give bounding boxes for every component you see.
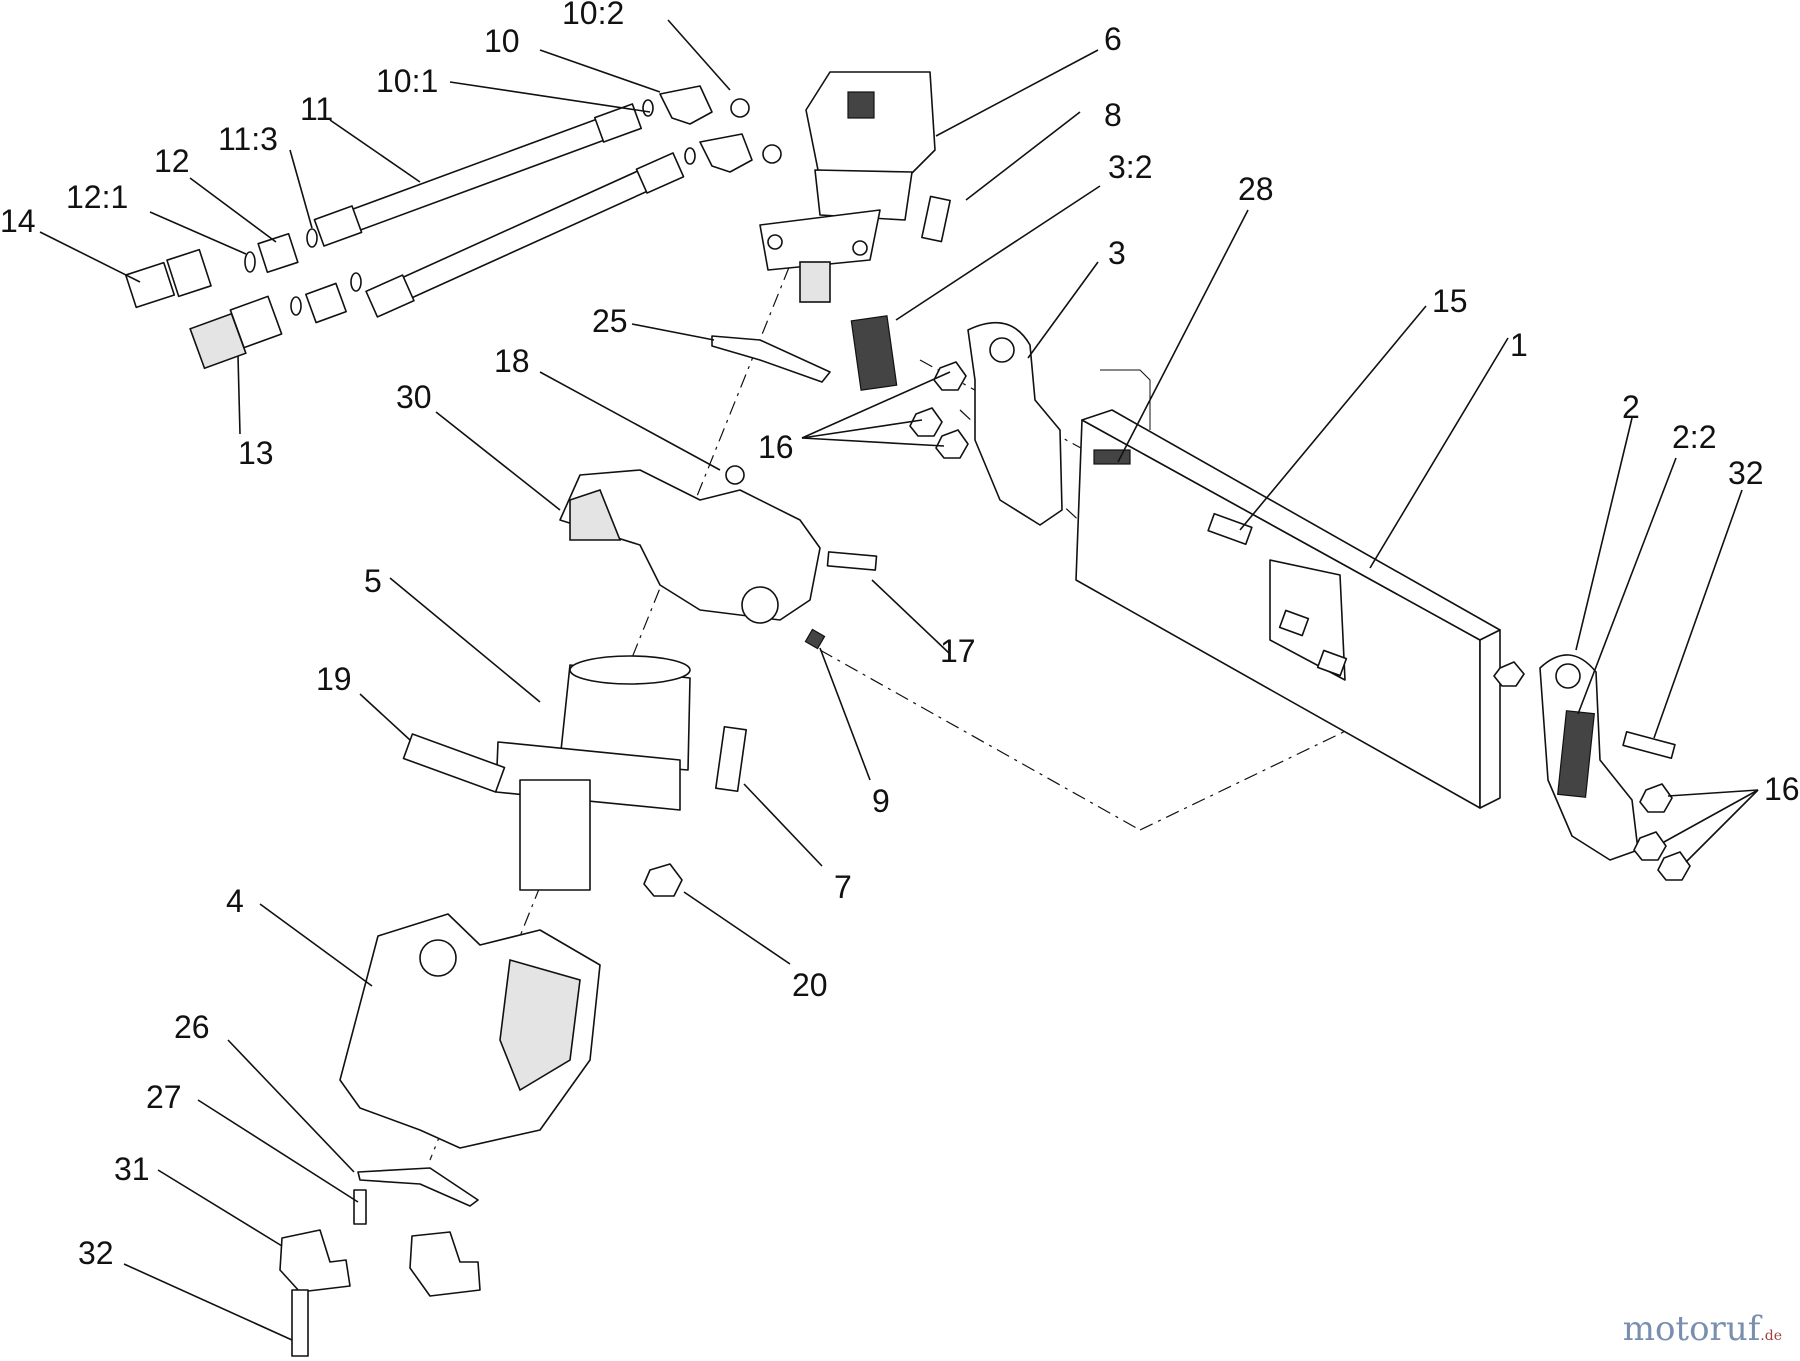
callout-18: 18	[494, 343, 530, 379]
pivot-bracket-3	[967, 321, 1063, 526]
watermark-logo: motoruf.de	[1623, 1309, 1782, 1349]
callout-2: 2	[1622, 389, 1640, 425]
fitting-9	[804, 628, 826, 650]
pin-27	[353, 1189, 367, 1225]
watermark-brand: motoruf	[1622, 1309, 1761, 1349]
callout-17: 17	[940, 633, 976, 669]
callout-16-left: 16	[758, 429, 794, 465]
bolt-32-right	[1622, 730, 1676, 760]
hydraulic-motor-6	[759, 71, 936, 303]
callout-10-1: 10:1	[376, 63, 438, 99]
callout-8: 8	[1104, 97, 1122, 133]
callout-11: 11	[300, 91, 333, 127]
callout-28: 28	[1238, 171, 1274, 207]
callout-16-right: 16	[1764, 771, 1800, 807]
decal-2-2	[1557, 710, 1595, 798]
callout-6: 6	[1104, 21, 1122, 57]
capscrew-8	[921, 195, 951, 243]
callout-30: 30	[396, 379, 432, 415]
decal-3-2	[850, 315, 898, 391]
callout-12-1: 12:1	[66, 179, 128, 215]
hardware-15	[1207, 512, 1348, 677]
fitting-13	[189, 295, 283, 370]
callout-2-2: 2:2	[1672, 419, 1716, 455]
gasket-26	[357, 1167, 479, 1207]
callout-27: 27	[146, 1079, 182, 1115]
callout-15: 15	[1432, 283, 1468, 319]
callout-10: 10	[484, 23, 520, 59]
callout-11-3: 11:3	[218, 121, 278, 157]
callout-26: 26	[174, 1009, 210, 1045]
clamps-31	[279, 1229, 481, 1297]
leader-lines	[39, 19, 1759, 1341]
housing-30	[559, 465, 821, 624]
gasket-25	[711, 335, 831, 383]
hydraulic-hoses	[313, 103, 685, 318]
callout-20: 20	[792, 967, 828, 1003]
callouts: 10:2 10 10:1 11 11:3 12 12:1 14 13 6 8 3…	[0, 0, 1800, 1271]
callout-32-left: 32	[78, 1235, 114, 1271]
bolt-19	[402, 733, 506, 793]
o-rings	[244, 98, 782, 316]
callout-1: 1	[1510, 327, 1528, 363]
bearing-housing-5	[495, 655, 691, 891]
callout-13: 13	[238, 435, 274, 471]
bolt-32-left	[291, 1289, 309, 1357]
callout-19: 19	[316, 661, 352, 697]
callout-14: 14	[0, 203, 36, 239]
callout-4: 4	[226, 883, 244, 919]
elbow-fittings-10	[659, 85, 753, 173]
capscrew-7	[714, 725, 748, 793]
bolt-17	[826, 551, 878, 571]
main-frame-1	[1075, 369, 1501, 809]
callout-32-right: 32	[1728, 455, 1764, 491]
callout-25: 25	[592, 303, 628, 339]
nut-20	[643, 863, 683, 897]
callout-3-2: 3:2	[1108, 149, 1152, 185]
callout-31: 31	[114, 1151, 150, 1187]
watermark-tld: .de	[1760, 1328, 1782, 1344]
fitting-14	[124, 248, 212, 309]
callout-5: 5	[364, 563, 382, 599]
callout-3: 3	[1108, 235, 1126, 271]
adapter-12	[257, 232, 347, 324]
chute-base-4	[339, 913, 601, 1149]
callout-7: 7	[834, 869, 852, 905]
callout-9: 9	[872, 783, 890, 819]
nuts-16-right	[1493, 661, 1691, 881]
callout-12: 12	[154, 143, 190, 179]
callout-10-2: 10:2	[562, 0, 624, 31]
